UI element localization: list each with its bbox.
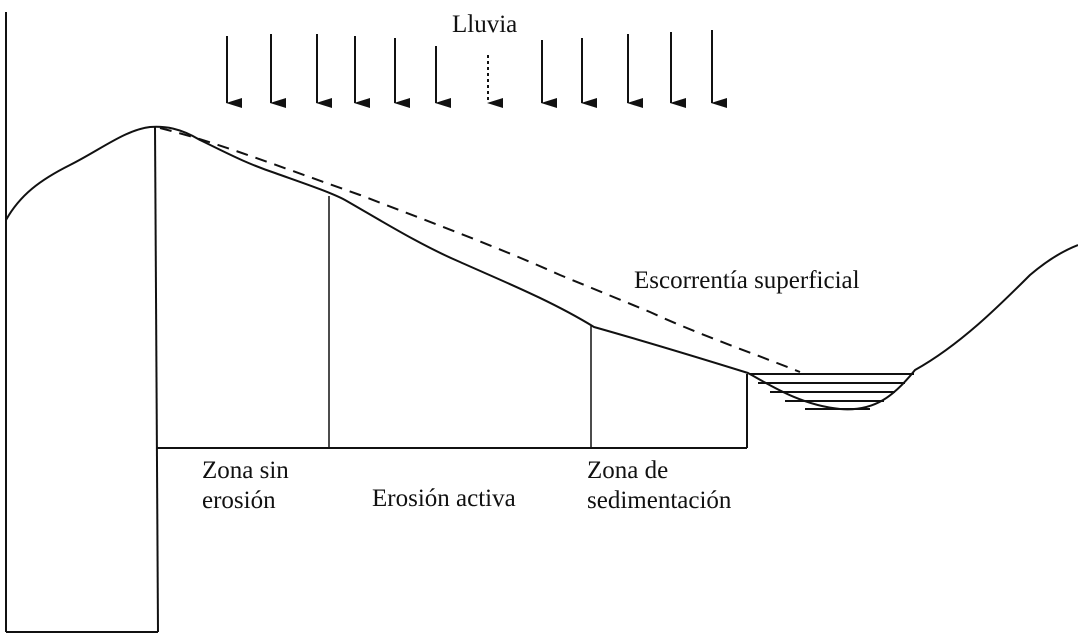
zone-no-erosion-line2: erosión [202, 487, 276, 514]
runoff-dashed-line [159, 127, 801, 373]
zone-active-erosion-label: Erosión activa [372, 485, 516, 512]
zone-sedimentation-line1: Zona de [587, 457, 669, 484]
summit-divider-line [154, 126, 159, 633]
zone-no-erosion-label: Zona sin erosión [202, 456, 289, 516]
rain-label: Lluvia [452, 11, 518, 38]
water-body [750, 373, 914, 410]
zone-sedimentation-line2: sedimentación [587, 487, 732, 514]
runoff-label: Escorrentía superficial [634, 267, 860, 294]
terrain-profile [5, 125, 1078, 411]
rain-arrows [226, 30, 727, 108]
zone-sedimentation-label: Zona de sedimentación [587, 456, 731, 516]
zone-no-erosion-line1: Zona sin [202, 457, 289, 484]
